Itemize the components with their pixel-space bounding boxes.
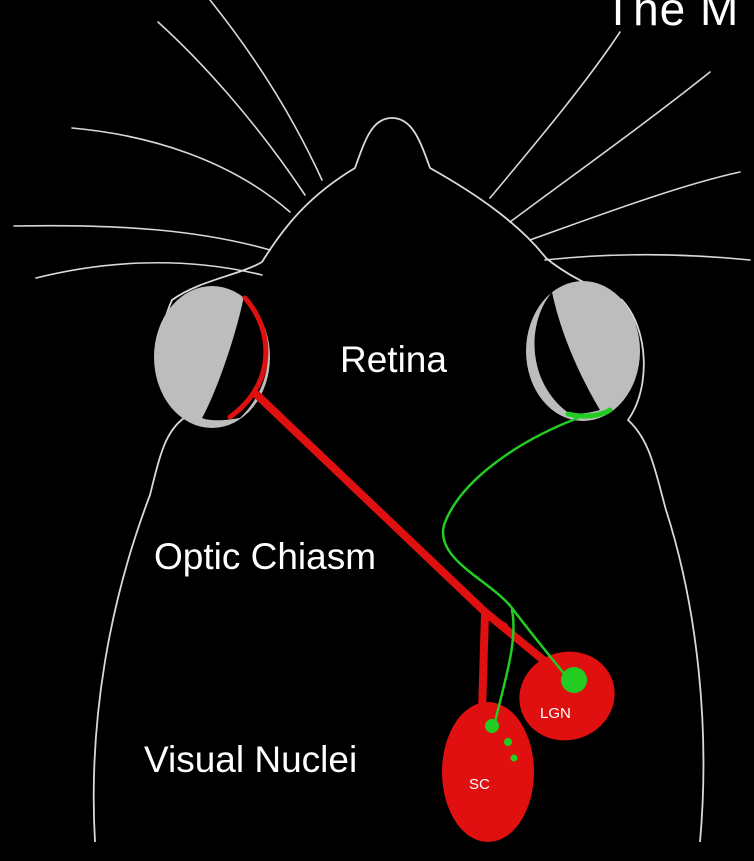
whisker-right-4	[545, 255, 750, 260]
whisker-left-3	[72, 128, 290, 212]
whisker-right-1	[490, 32, 620, 198]
title-fragment: The M	[604, 0, 739, 32]
whisker-right-3	[530, 172, 740, 240]
sc-terminal-2	[504, 738, 512, 746]
optic-chiasm-label: Optic Chiasm	[154, 538, 376, 575]
sc-terminal-1	[485, 719, 499, 733]
right-eye	[526, 281, 640, 421]
whiskers	[14, 0, 750, 278]
head-outline	[94, 118, 704, 842]
whisker-left-2	[158, 22, 305, 195]
whisker-right-2	[510, 72, 710, 222]
sc-label: SC	[469, 777, 490, 792]
lgn-label: LGN	[540, 706, 571, 721]
visual-nuclei-label: Visual Nuclei	[144, 741, 357, 778]
whisker-left-1	[210, 0, 322, 180]
whisker-left-4	[14, 226, 270, 250]
retina-label: Retina	[340, 341, 447, 378]
red-branch-to-sc	[482, 614, 485, 712]
sc-terminal-3	[511, 755, 518, 762]
lgn-terminal	[561, 667, 587, 693]
